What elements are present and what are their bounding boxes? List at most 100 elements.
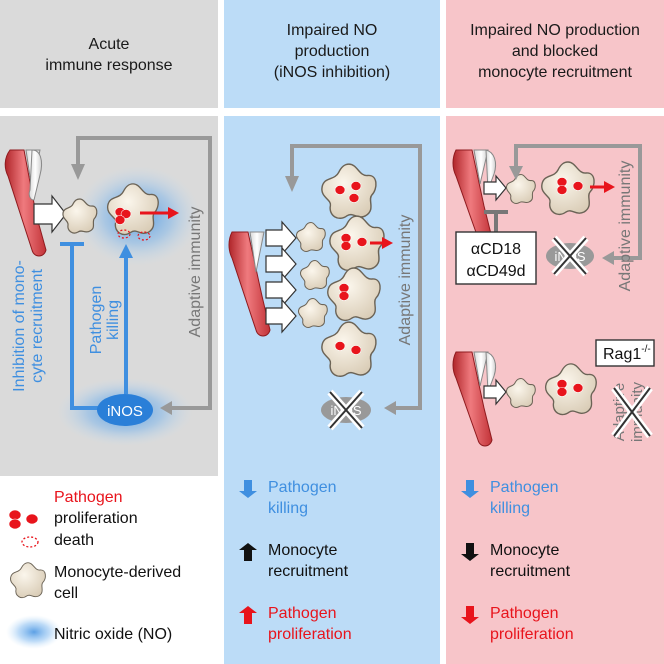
- pathogen-group: [556, 379, 584, 397]
- legend-pathogen-icon: [8, 518, 22, 530]
- adaptive-immunity-arrowhead-icon: [71, 164, 85, 180]
- cross-icon: [551, 235, 589, 277]
- outcome-col3-3-line1: Pathogen: [490, 605, 559, 622]
- cross-icon: [611, 385, 653, 439]
- adaptive-immunity-arrowhead-icon: [509, 166, 523, 180]
- pathogen-killing-label-1: Pathogen: [88, 286, 105, 355]
- outcome-col3-1-line1: Pathogen: [490, 479, 559, 496]
- adaptive-immunity-arrow-icon: [76, 136, 212, 410]
- adaptive-to-inos-arrowhead-icon: [160, 401, 172, 415]
- pathogen-killing-label-2: killing: [105, 300, 122, 340]
- blood-vessel-icon: [4, 149, 47, 257]
- infected-cell-icon: [321, 163, 377, 219]
- recruitment-arrow-icon: [483, 378, 507, 406]
- outcome-col3-3: Pathogen proliferation: [490, 603, 574, 645]
- legend-monocyte-cell-icon: [10, 562, 46, 599]
- rag1-label-sup: -/-: [641, 344, 650, 355]
- blood-vessel-icon: [452, 149, 497, 245]
- outcome-col3-2-line1: Monocyte: [490, 542, 560, 559]
- outcome-arrows: [239, 480, 479, 624]
- header-blocked-recruitment: Impaired NO production and blocked monoc…: [446, 20, 664, 83]
- rag1-label-text: Rag1: [603, 346, 641, 363]
- killing-arrowhead-icon: [119, 244, 133, 258]
- outcome-col2-2: Monocyte recruitment: [268, 540, 348, 582]
- recruitment-arrow-icon: [33, 194, 67, 234]
- monocyte-cell-icon: [297, 298, 328, 328]
- blood-vessel-icon: [452, 351, 497, 447]
- adaptive-immunity-arrow-icon: [514, 144, 642, 260]
- outcome-down-arrow-icon: [461, 543, 479, 561]
- legend-pathogen-icon: [8, 509, 22, 521]
- header-blocked-line2: and blocked: [511, 43, 599, 60]
- monocyte-cell-icon: [505, 378, 536, 408]
- antibody-label-box: [455, 231, 537, 285]
- dead-pathogen-icon: [117, 229, 131, 239]
- pathogen-group: [334, 181, 368, 355]
- outcome-down-arrow-icon: [461, 606, 479, 624]
- adaptive-immunity-arrowhead-icon: [285, 176, 299, 192]
- legend-monocyte-line1: Monocyte-derived: [54, 564, 182, 581]
- monocyte-cell-icon: [299, 260, 330, 290]
- recruitment-arrow-icon: [265, 246, 297, 282]
- outcome-col2-1-line1: Pathogen: [268, 479, 337, 496]
- legend-death-label: death: [54, 532, 95, 549]
- proliferation-arrowhead-icon: [382, 237, 393, 249]
- header-panel-ino-inhibition: [224, 0, 440, 108]
- recruitment-arrow-icon: [265, 272, 297, 308]
- pathogen-icon: [120, 209, 132, 219]
- outcome-down-arrow-icon: [461, 480, 479, 498]
- legend-monocyte-label: Monocyte-derived cell: [54, 562, 181, 604]
- infected-cell-icon: [544, 363, 597, 416]
- panel2-diagram: Adaptive immunity iNOS: [228, 144, 422, 431]
- legend-pathogen-label: Pathogen: [54, 489, 123, 506]
- infected-cell-icon: [541, 161, 595, 216]
- infected-cell-icon: [321, 321, 377, 377]
- header-acute: Acute immune response: [0, 34, 218, 76]
- recruitment-arrow-icon: [483, 174, 507, 202]
- recruitment-arrow-icon: [265, 298, 297, 334]
- adaptive-immunity-label: Adaptive immunity: [397, 215, 414, 346]
- antibody-cd49d-label: αCD49d: [466, 263, 525, 280]
- proliferation-arrowhead-icon: [604, 181, 615, 193]
- legend-pathogen-icon: [25, 513, 39, 525]
- outcome-col2-1-line2: killing: [268, 500, 309, 517]
- outcome-down-arrow-icon: [239, 480, 257, 498]
- panel1-diagram: iNOS Adaptive immunity Pathogen killing …: [4, 136, 212, 446]
- outcome-col2-3-line2: proliferation: [268, 626, 352, 643]
- adaptive-immunity-arrow-icon: [290, 144, 422, 410]
- outcome-col3-1: Pathogen killing: [490, 477, 559, 519]
- outcome-col3-2: Monocyte recruitment: [490, 540, 570, 582]
- header-panel-blocked-recruitment: [446, 0, 664, 108]
- cross-icon: [327, 389, 365, 431]
- header-blocked-line1: Impaired NO production: [470, 22, 640, 39]
- outcome-col2-3-line1: Pathogen: [268, 605, 337, 622]
- infected-cell-icon: [327, 267, 381, 322]
- header-panel-acute: [0, 0, 218, 108]
- outcome-col2-1: Pathogen killing: [268, 477, 337, 519]
- header-acute-line1: Acute: [88, 36, 130, 53]
- adaptive-immunity-label: Adaptive immunity: [617, 161, 634, 292]
- outcome-col3-1-line2: killing: [490, 500, 531, 517]
- rag1-label-box: [595, 339, 655, 367]
- rag1-label: Rag1-/-: [603, 344, 651, 363]
- inhibition-label-2: cyte recruitment: [29, 269, 46, 383]
- panel3-diagram: Adaptive immunity αCD18 αCD49d iNOS: [452, 144, 655, 447]
- inhibition-label-1: Inhibition of mono-: [11, 260, 28, 392]
- monocyte-cell-icon: [505, 174, 536, 204]
- outcome-col3-3-line2: proliferation: [490, 626, 574, 643]
- dead-pathogen-icon: [137, 231, 151, 241]
- header-ino-line3: (iNOS inhibition): [273, 64, 391, 81]
- antibody-cd18-label: αCD18: [471, 241, 521, 258]
- inhibition-arrow-icon: [70, 244, 100, 410]
- inos-enzyme-icon: [97, 394, 153, 426]
- header-ino-inhibition: Impaired NO production (iNOS inhibition): [224, 20, 440, 83]
- recruitment-arrow-icon: [265, 220, 297, 256]
- header-acute-line2: immune response: [45, 57, 173, 74]
- outcome-col2-2-line1: Monocyte: [268, 542, 338, 559]
- proliferation-arrowhead-icon: [168, 207, 179, 219]
- pathogen-icon: [114, 215, 126, 225]
- outcome-col2-2-line2: recruitment: [268, 563, 349, 580]
- pathogen-group: [556, 177, 584, 195]
- legend-monocyte-line2: cell: [54, 585, 79, 602]
- legend-dead-pathogen-icon: [21, 536, 39, 548]
